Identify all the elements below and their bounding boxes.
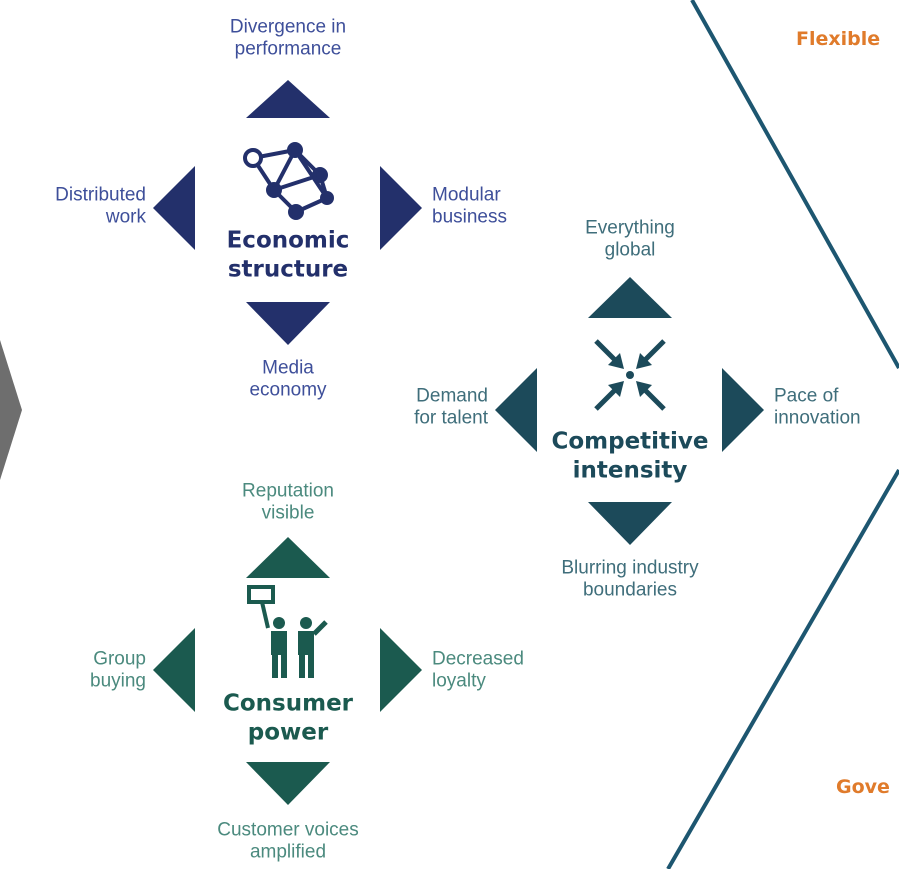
economic-bottom-triangle [246, 302, 330, 345]
competitive-bottom-label: Blurring industry boundaries [561, 557, 699, 601]
consumer-left-label: Group buying [90, 648, 146, 692]
consumer-power-title: Consumer power [222, 690, 354, 745]
economic-right-triangle [380, 166, 422, 250]
competitive-left-label: Demand for talent [414, 385, 488, 429]
economic-structure-title: Economic structure [226, 227, 350, 282]
flexible-side-label: Flexible [796, 28, 881, 50]
consumer-bottom-triangle [246, 762, 330, 805]
competitive-right-triangle [722, 368, 764, 452]
consumer-left-triangle [153, 628, 195, 712]
competitive-left-triangle [495, 368, 537, 452]
competitive-intensity-title: Competitive intensity [551, 428, 709, 483]
governance-side-label: Gove [836, 776, 890, 798]
frame-line-upper [690, 0, 899, 369]
competitive-top-triangle [588, 277, 672, 318]
competitive-bottom-triangle [588, 502, 672, 545]
consumer-top-label: Reputation visible [242, 480, 334, 524]
converging-arrows-icon [594, 339, 666, 411]
consumer-bottom-label: Customer voices amplified [217, 819, 359, 863]
consumer-top-triangle [246, 537, 330, 578]
network-nodes-icon [243, 142, 334, 220]
frame-line-lower [666, 468, 899, 869]
economic-left-triangle [153, 166, 195, 250]
economic-left-label: Distributed work [55, 184, 146, 228]
economic-top-triangle [246, 80, 330, 118]
left-chevron-icon [0, 340, 22, 480]
consumer-right-triangle [380, 628, 422, 712]
people-with-sign-icon [247, 585, 328, 678]
competitive-top-label: Everything global [585, 217, 675, 261]
economic-right-label: Modular business [432, 184, 507, 228]
economic-top-label: Divergence in performance [229, 16, 347, 60]
consumer-right-label: Decreased loyalty [432, 648, 524, 692]
competitive-right-label: Pace of innovation [774, 385, 861, 429]
economic-bottom-label: Media economy [249, 357, 327, 401]
